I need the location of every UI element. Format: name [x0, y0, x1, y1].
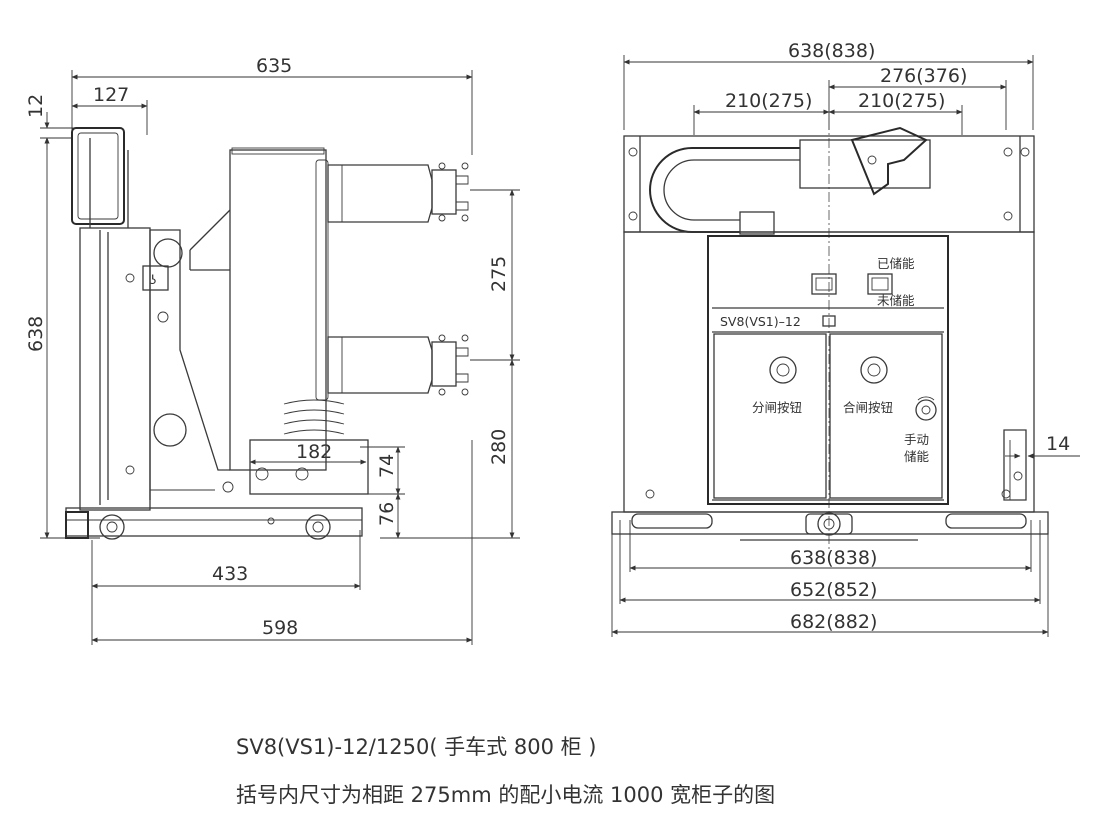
dim-bracket-width: 182 [296, 441, 332, 463]
label-model-plate: SV8(VS1)–12 [720, 314, 801, 329]
label-manual-line1: 手动 [904, 432, 929, 447]
label-close-button: 合闸按钮 [843, 400, 893, 415]
dim-overall-width: 635 [256, 55, 292, 77]
caption-model: SV8(VS1)-12/1250( 手车式 800 柜 ) [236, 735, 597, 759]
dim-pole-spacing: 275 [488, 256, 510, 292]
side-view: 635 127 12 638 275 280 182 74 76 433 598 [25, 55, 520, 645]
dim-wheel-span: 433 [212, 563, 248, 585]
dim-left-pitch: 210(275) [725, 90, 812, 112]
hook-symbol: ʖ [150, 272, 156, 287]
dim-bracket-h2: 76 [376, 502, 398, 526]
caption-note: 括号内尺寸为相距 275mm 的配小电流 1000 宽柜子的图 [236, 783, 776, 807]
dim-overall-height: 638 [25, 316, 47, 352]
label-manual-line2: 储能 [904, 449, 930, 464]
dim-base-length: 598 [262, 617, 298, 639]
dim-top-width: 638(838) [788, 40, 875, 62]
dim-bracket-h1: 74 [376, 454, 398, 478]
dim-bottom-inner: 638(838) [790, 547, 877, 569]
dim-lower-height: 280 [488, 429, 510, 465]
dim-right-offset: 276(376) [880, 65, 967, 87]
dim-bottom-mid: 652(852) [790, 579, 877, 601]
dim-top-offset: 127 [93, 84, 129, 106]
label-open-button: 分闸按钮 [752, 400, 802, 415]
label-charged: 已储能 [877, 256, 915, 271]
dim-top-small: 12 [25, 94, 47, 118]
label-uncharged: 未储能 [877, 293, 915, 308]
dim-bottom-outer: 682(882) [790, 611, 877, 633]
dim-side-gap: 14 [1046, 433, 1070, 455]
dim-right-pitch: 210(275) [858, 90, 945, 112]
front-view: 638(838) 276(376) 210(275) 210(275) 14 6… [611, 40, 1080, 637]
